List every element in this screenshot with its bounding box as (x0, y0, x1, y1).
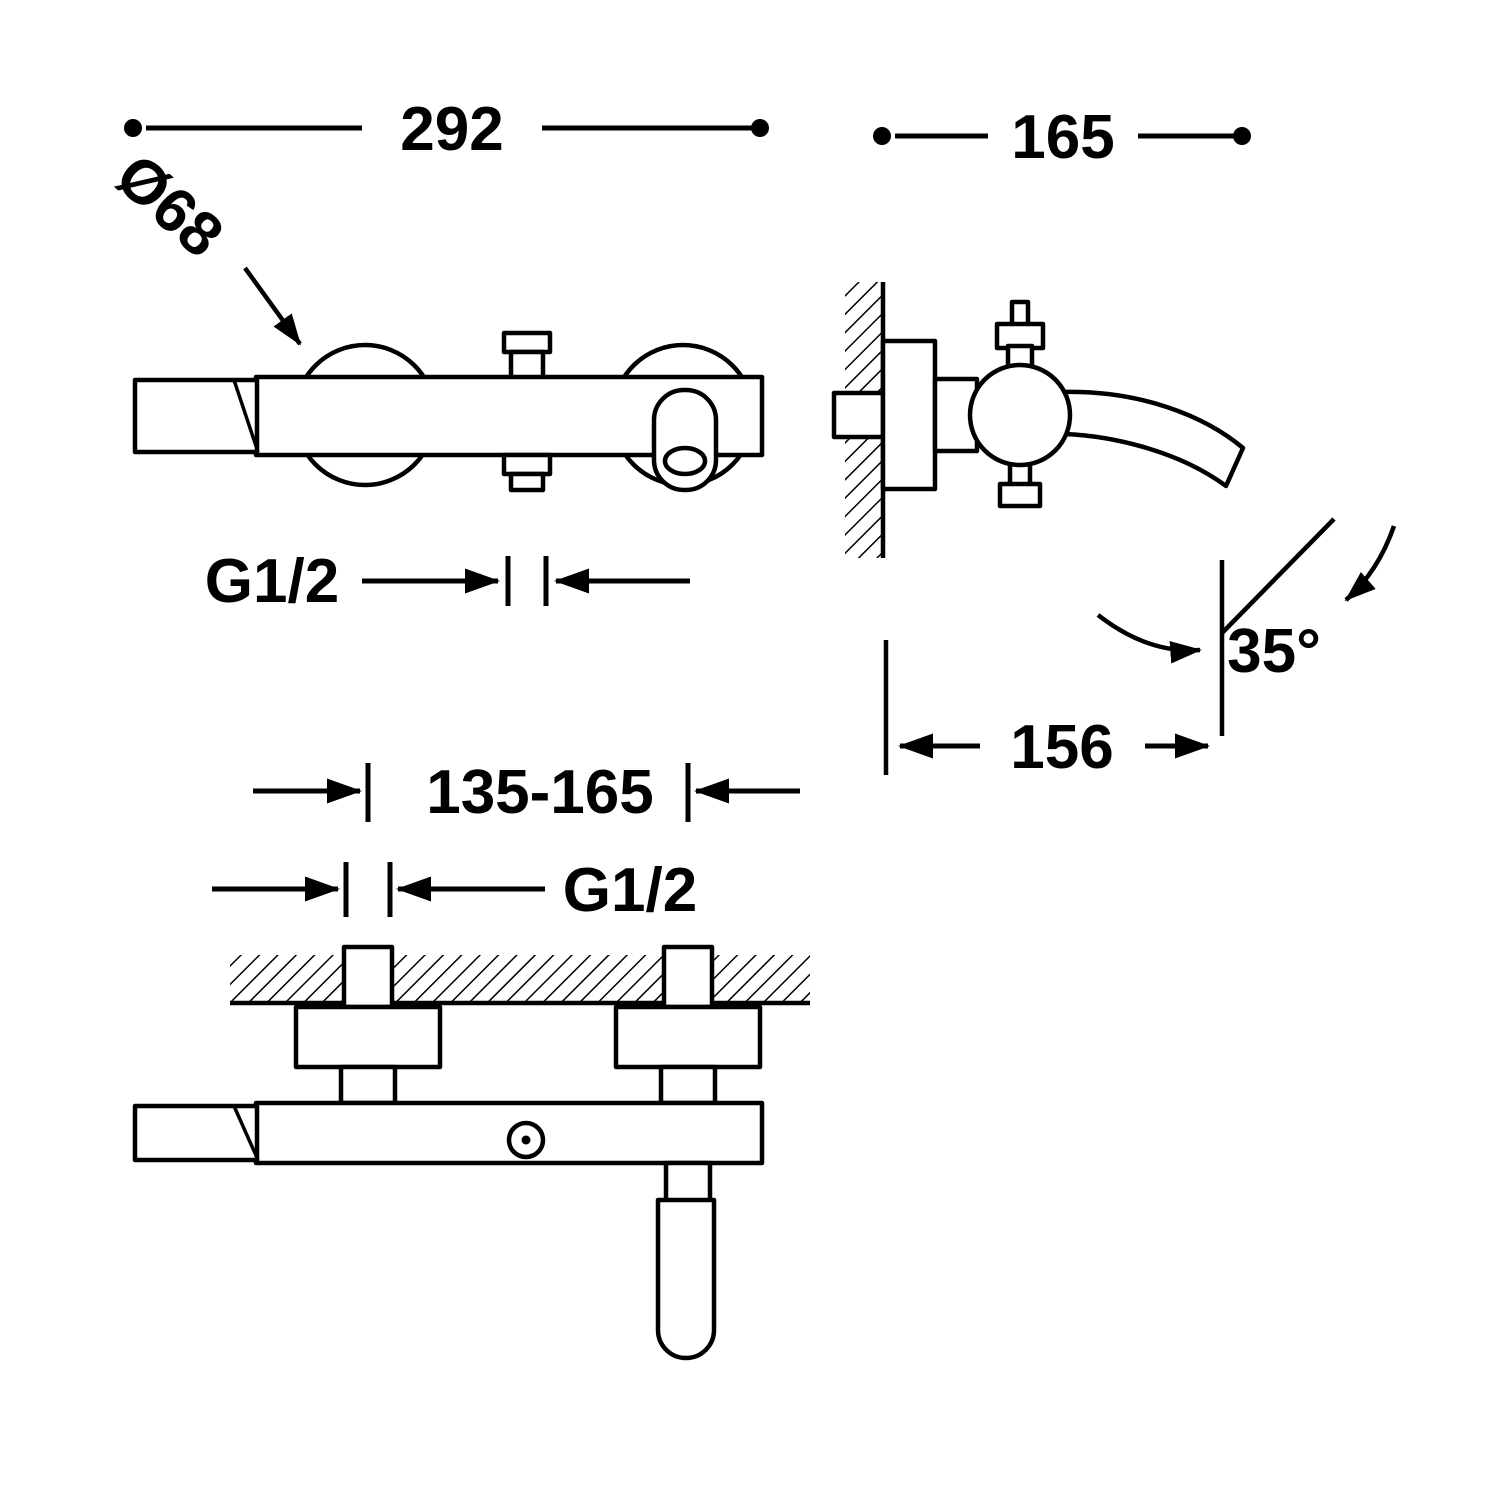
thread-annotation-top: G1/2 (205, 547, 690, 616)
side-view (831, 282, 1246, 558)
supply-pipe-right (661, 944, 715, 1010)
handle-joint-line-plan (232, 1105, 260, 1161)
connector-plan-right (658, 1064, 718, 1106)
label-spout-angle: 35° (1227, 617, 1321, 686)
front-view (132, 330, 765, 493)
dim-spout-projection: 156 (883, 640, 1211, 782)
dim-dot-right (751, 119, 769, 137)
spout-neck-plan (663, 1160, 713, 1204)
dim-label-spout-projection: 156 (1010, 713, 1113, 782)
escutcheon-side (880, 338, 938, 492)
dim-label-overall-depth: 165 (1011, 103, 1114, 172)
leader-arrow (243, 266, 302, 346)
bottom-outlet-cap (501, 452, 553, 477)
valve-body (967, 362, 1073, 468)
escutcheon-plan-right (613, 1004, 763, 1070)
diverter-button-dot (521, 1135, 531, 1145)
bottom-outlet-stem (508, 471, 546, 493)
dim-label-inlet-centers: 135-165 (426, 758, 654, 827)
supply-pipe-left (341, 944, 395, 1010)
angle-annotation: 35° (1096, 517, 1397, 736)
handle-joint-line (232, 379, 260, 453)
supply-elbow (831, 390, 886, 440)
dim-dot-right (1233, 127, 1251, 145)
escutcheon-plan-left (293, 1004, 443, 1070)
arc-arrow-left (1096, 613, 1202, 664)
curved-spout (1059, 389, 1246, 489)
handle-bottom-flange (997, 481, 1043, 509)
label-flange-diameter: Ø68 (103, 141, 236, 271)
angled-reference-line (1220, 517, 1336, 635)
connector-plan-left (338, 1064, 398, 1106)
label-top-thread: G1/2 (205, 547, 339, 616)
dim-dot-left (873, 127, 891, 145)
dim-label-overall-width: 292 (400, 95, 503, 164)
top-outlet-cap (501, 330, 553, 355)
dim-overall-width: 292 (124, 95, 769, 164)
top-view (132, 944, 810, 1361)
dim-overall-depth: 165 (873, 103, 1251, 172)
callout-flange-diameter: Ø68 (103, 141, 302, 346)
spout-opening (662, 445, 708, 477)
wall-hatch-plan (230, 955, 810, 1003)
label-inlet-thread: G1/2 (563, 856, 697, 925)
thread-annotation-bottom: G1/2 (212, 856, 697, 925)
dim-dot-left (124, 119, 142, 137)
dim-inlet-centers: 135-165 (253, 758, 800, 827)
spout-plan (655, 1197, 717, 1361)
arc-arrow-right (1344, 525, 1397, 602)
